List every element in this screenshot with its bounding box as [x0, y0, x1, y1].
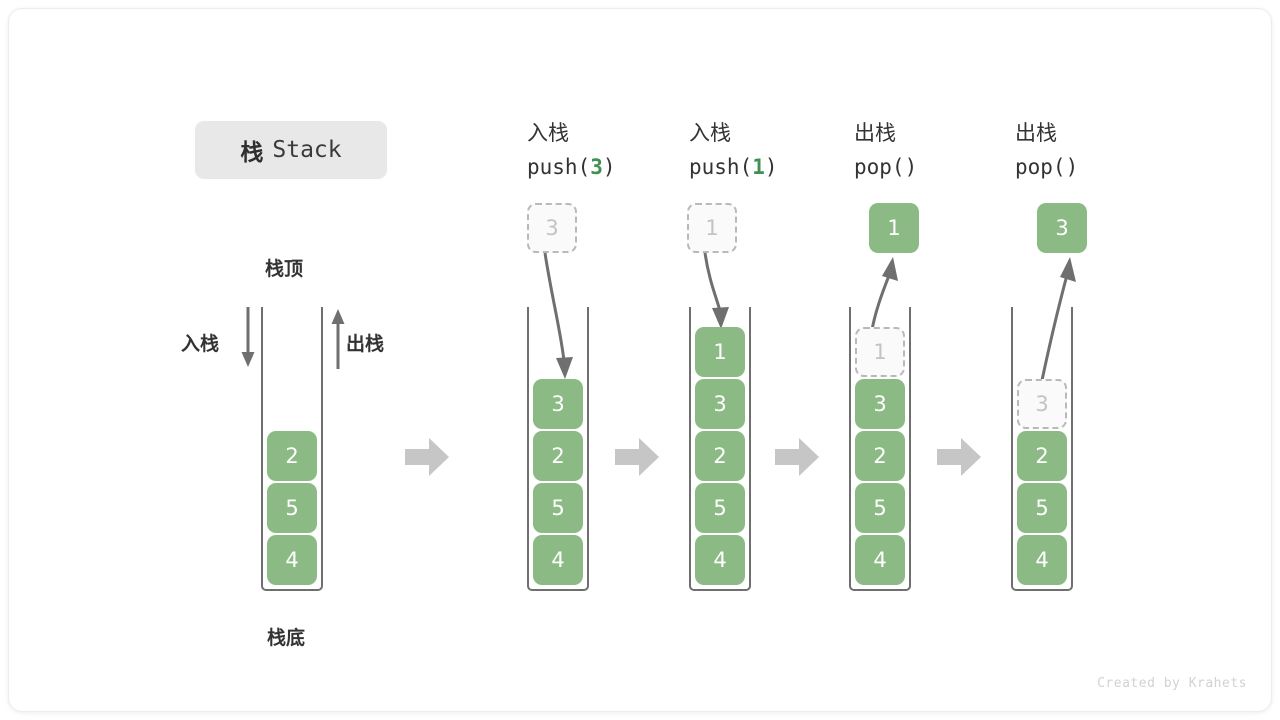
stack-cell: 4 — [855, 535, 905, 585]
stack-cell: 3 — [533, 379, 583, 429]
incoming-value-ghost: 3 — [527, 203, 577, 253]
code-prefix: pop( — [1015, 155, 1066, 179]
stack-cell: 2 — [267, 431, 317, 481]
operation-label-cn: 入栈 — [689, 122, 731, 145]
push-side-label: 入栈 — [181, 334, 220, 355]
push-flow-arrow-icon — [703, 252, 729, 329]
stack-top-label: 栈顶 — [265, 259, 304, 280]
popped-ghost-cell: 1 — [855, 327, 905, 377]
operation-label-cn: 出栈 — [854, 122, 896, 145]
code-arg: 1 — [752, 155, 765, 179]
pop-flow-arrow-icon — [1039, 257, 1076, 386]
operation-code: push(3) — [527, 155, 616, 179]
stack-cell: 2 — [1017, 431, 1067, 481]
stack-cell: 4 — [695, 535, 745, 585]
pop-direction-arrow-icon — [331, 309, 345, 369]
operation-code: pop() — [1015, 155, 1078, 179]
stack-cell: 3 — [695, 379, 745, 429]
push-direction-arrow-icon — [241, 307, 255, 367]
code-suffix: ) — [904, 155, 918, 179]
code-suffix: ) — [1065, 155, 1079, 179]
stack-container-push3 — [527, 307, 589, 591]
code-suffix: ) — [602, 155, 616, 179]
stack-container-pop1 — [849, 307, 911, 591]
popped-value-box: 1 — [869, 203, 919, 253]
diagram-card: 栈 Stack 栈顶 入栈 出栈 2 5 4 栈底 入栈 push(3) 3 3… — [8, 8, 1272, 712]
popped-value-box: 3 — [1037, 203, 1087, 253]
push-flow-arrow-icon — [543, 252, 573, 379]
title-en: Stack — [272, 137, 342, 163]
stack-bottom-label: 栈底 — [267, 628, 306, 649]
stack-cell: 5 — [855, 483, 905, 533]
transition-arrow-icon — [937, 438, 981, 476]
transition-arrow-icon — [775, 438, 819, 476]
stack-cell: 1 — [695, 327, 745, 377]
code-prefix: push( — [689, 155, 753, 179]
footer-credit: Created by Krahets — [1097, 676, 1247, 691]
stack-cell: 4 — [533, 535, 583, 585]
code-prefix: pop( — [854, 155, 905, 179]
stack-container-push1 — [689, 307, 751, 591]
stack-cell: 2 — [855, 431, 905, 481]
operation-label-cn: 出栈 — [1015, 122, 1057, 145]
incoming-value-ghost: 1 — [687, 203, 737, 253]
operation-label-cn: 入栈 — [527, 122, 569, 145]
stack-cell: 4 — [1017, 535, 1067, 585]
stack-cell: 3 — [855, 379, 905, 429]
code-arg: 3 — [590, 155, 603, 179]
code-prefix: push( — [527, 155, 591, 179]
stack-cell: 5 — [1017, 483, 1067, 533]
code-suffix: ) — [764, 155, 778, 179]
transition-arrow-icon — [615, 438, 659, 476]
stack-cell: 5 — [533, 483, 583, 533]
title-badge: 栈 Stack — [195, 121, 387, 179]
title-cn: 栈 — [240, 139, 265, 165]
stack-cell: 4 — [267, 535, 317, 585]
operation-code: pop() — [854, 155, 917, 179]
stack-container-pop3 — [1011, 307, 1073, 591]
stack-cell: 2 — [695, 431, 745, 481]
stack-cell: 2 — [533, 431, 583, 481]
pop-side-label: 出栈 — [346, 334, 385, 355]
stack-container-initial — [261, 307, 323, 591]
transition-arrow-icon — [405, 438, 449, 476]
stack-cell: 5 — [695, 483, 745, 533]
operation-code: push(1) — [689, 155, 778, 179]
popped-ghost-cell: 3 — [1017, 379, 1067, 429]
stack-cell: 5 — [267, 483, 317, 533]
